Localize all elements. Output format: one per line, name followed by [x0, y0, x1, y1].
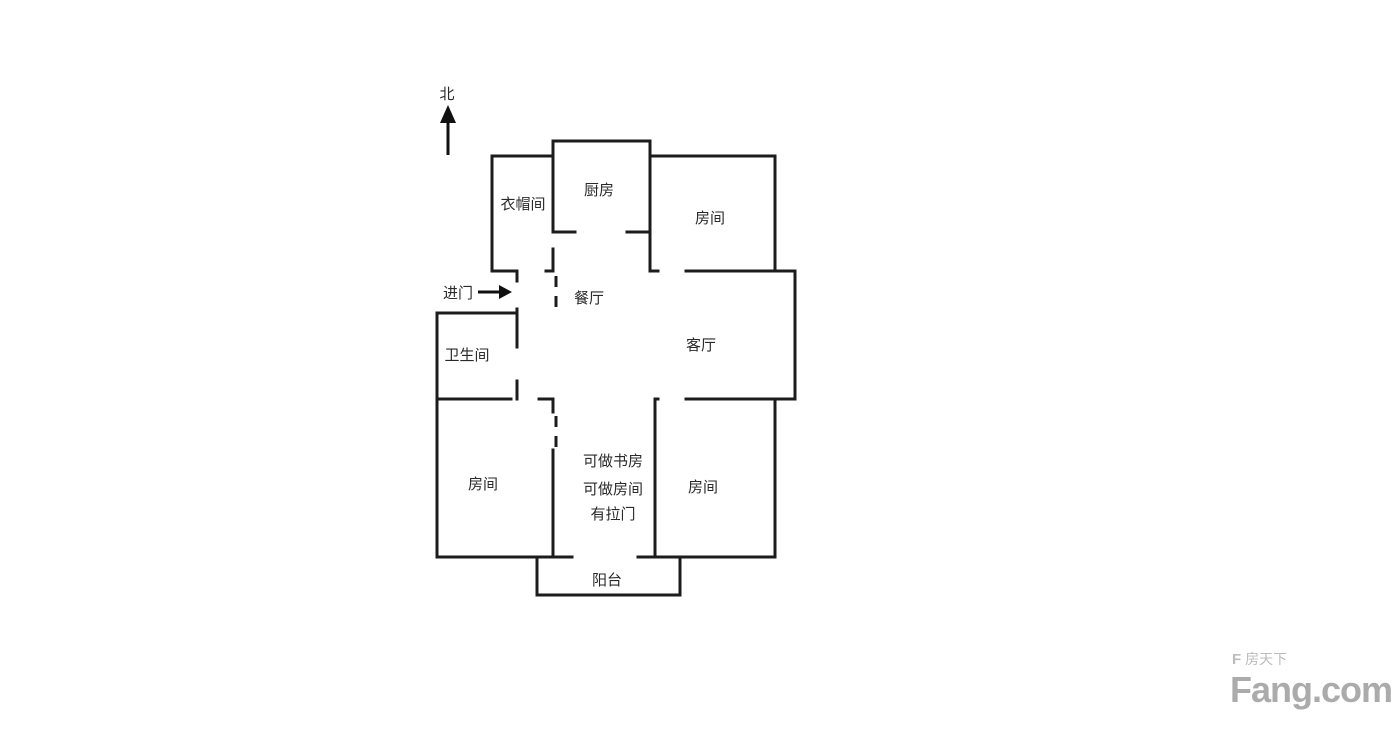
room-label-bedroom-right: 房间	[688, 479, 718, 496]
room-labels: 衣帽间 厨房 房间 餐厅 客厅 卫生间 房间 可做书房 可做房间 有拉门 房间 …	[444, 182, 725, 589]
room-label-living: 客厅	[686, 337, 716, 354]
room-label-bedroom-top-right: 房间	[695, 210, 725, 227]
room-label-flex-line3: 有拉门	[590, 506, 635, 523]
north-arrow-icon	[440, 105, 456, 155]
fang-brand-en: Fang.com	[1229, 669, 1393, 711]
room-label-kitchen: 厨房	[584, 182, 614, 199]
room-label-bathroom: 卫生间	[444, 347, 489, 364]
room-label-dining: 餐厅	[574, 290, 604, 307]
fang-watermark: F 房天下 Fang.com	[1229, 650, 1393, 711]
entry-arrow-icon	[478, 285, 512, 299]
room-label-flex-line1: 可做书房	[583, 453, 643, 470]
walls	[435, 139, 797, 597]
fang-brand-row: F 房天下	[1231, 650, 1392, 669]
room-label-bedroom-left: 房间	[468, 476, 498, 493]
room-label-flex-line2: 可做房间	[583, 481, 643, 498]
room-label-cloakroom: 衣帽间	[500, 196, 545, 213]
fang-logo-icon: F	[1231, 650, 1242, 668]
fang-brand-cn: 房天下	[1245, 651, 1288, 668]
entry-label: 进门	[443, 285, 473, 302]
room-label-balcony: 阳台	[592, 572, 622, 589]
north-label: 北	[439, 86, 454, 103]
